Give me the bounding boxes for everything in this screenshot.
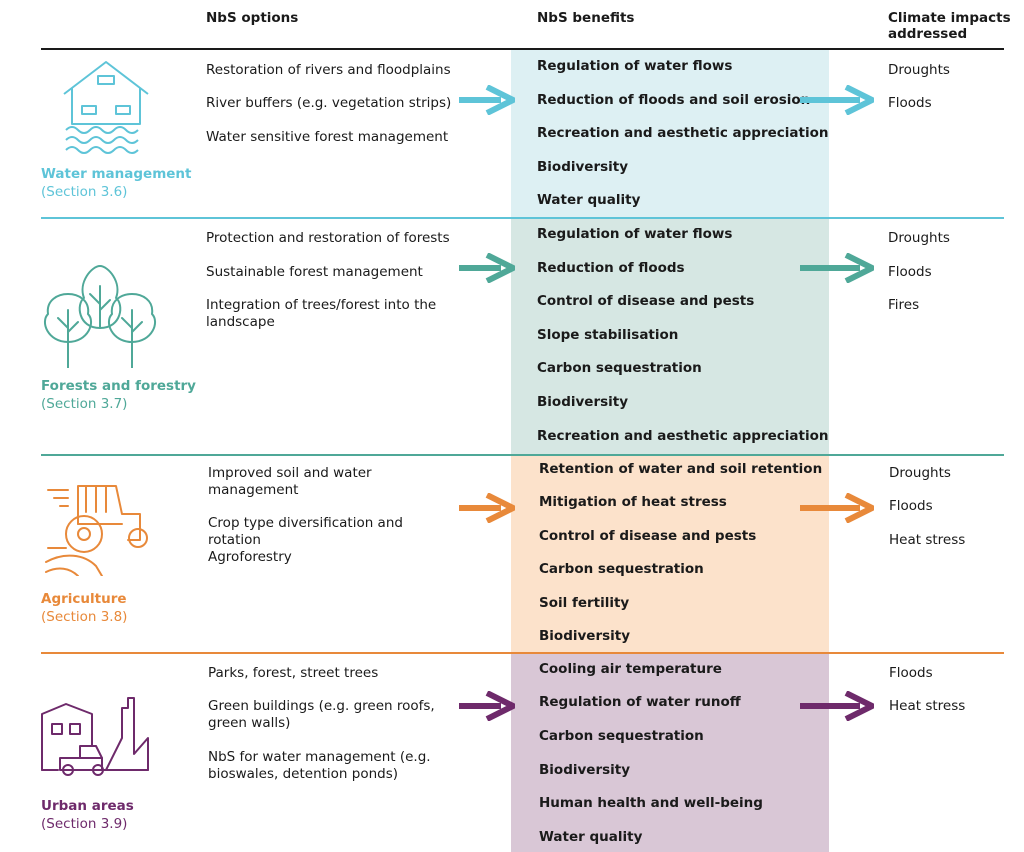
category-name: Forests and forestry xyxy=(41,378,196,394)
option-item: Sustainable forest management xyxy=(206,264,423,280)
category-section: (Section 3.8) xyxy=(41,609,128,625)
benefit-item: Reduction of floods and soil erosion xyxy=(537,92,811,108)
header-climate-impacts: Climate impacts addressed xyxy=(888,10,1011,42)
benefit-item: Water quality xyxy=(537,192,641,208)
water-arrow-left-icon xyxy=(459,85,515,115)
impact-item: Floods xyxy=(888,264,932,280)
benefit-item: Retention of water and soil retention xyxy=(539,461,823,477)
impact-item: Droughts xyxy=(889,465,951,481)
category-forests: Forests and forestry (Section 3.7) xyxy=(41,377,201,413)
benefit-item: Control of disease and pests xyxy=(537,293,755,309)
trees-icon xyxy=(40,264,162,372)
urban-arrow-right-icon xyxy=(800,691,874,721)
forest-arrow-right-icon xyxy=(800,253,874,283)
benefit-item: Human health and well-being xyxy=(539,795,763,811)
water-arrow-right-icon xyxy=(800,85,874,115)
benefit-item: Carbon sequestration xyxy=(539,728,704,744)
agri-divider xyxy=(41,652,1004,654)
benefit-item: Biodiversity xyxy=(537,394,629,410)
benefit-item: Soil fertility xyxy=(539,595,630,611)
header-nbs-benefits: NbS benefits xyxy=(537,10,635,26)
city-buildings-icon xyxy=(40,694,152,780)
option-item: Green buildings (e.g. green roofs, green… xyxy=(208,698,435,731)
water-benefits-band xyxy=(511,49,829,217)
agri-benefits-band xyxy=(511,455,829,652)
benefit-item: Water quality xyxy=(539,829,643,845)
category-name: Water management xyxy=(41,166,192,182)
benefit-item: Carbon sequestration xyxy=(537,360,702,376)
benefit-item: Carbon sequestration xyxy=(539,561,704,577)
category-water-management: Water management (Section 3.6) xyxy=(41,165,201,201)
urban-benefits-band xyxy=(511,653,829,852)
benefit-item: Regulation of water runoff xyxy=(539,694,741,710)
option-item: Crop type diversification and rotation xyxy=(208,515,403,548)
option-item: Water sensitive forest management xyxy=(206,129,449,145)
impact-item: Heat stress xyxy=(889,532,966,548)
header-climate-impacts-line1: Climate impacts xyxy=(888,10,1011,26)
category-urban-areas: Urban areas (Section 3.9) xyxy=(41,797,201,833)
benefit-item: Mitigation of heat stress xyxy=(539,494,727,510)
option-item: Agroforestry xyxy=(208,549,292,565)
benefit-item: Biodiversity xyxy=(539,762,631,778)
category-name: Agriculture xyxy=(41,591,127,607)
benefit-item: Slope stabilisation xyxy=(537,327,679,343)
forest-benefits-band xyxy=(511,218,829,454)
benefit-item: Reduction of floods xyxy=(537,260,685,276)
agri-arrow-right-icon xyxy=(800,493,874,523)
benefit-item: Biodiversity xyxy=(537,159,629,175)
category-name: Urban areas xyxy=(41,798,134,814)
benefit-item: Cooling air temperature xyxy=(539,661,722,677)
benefit-item: Biodiversity xyxy=(539,628,631,644)
benefit-item: Recreation and aesthetic appreciation xyxy=(537,125,829,141)
category-section: (Section 3.7) xyxy=(41,396,128,412)
urban-arrow-left-icon xyxy=(459,691,515,721)
option-item: NbS for water management (e.g. bioswales… xyxy=(208,749,431,782)
category-section: (Section 3.9) xyxy=(41,816,128,832)
impact-item: Heat stress xyxy=(889,698,966,714)
category-section: (Section 3.6) xyxy=(41,184,128,200)
forest-divider xyxy=(41,454,1004,456)
water-divider xyxy=(41,217,1004,219)
option-item: River buffers (e.g. vegetation strips) xyxy=(206,95,452,111)
category-agriculture: Agriculture (Section 3.8) xyxy=(41,590,201,626)
impact-item: Fires xyxy=(888,297,920,313)
option-item: Integration of trees/forest into the lan… xyxy=(206,297,437,330)
benefit-item: Regulation of water flows xyxy=(537,58,733,74)
impact-item: Droughts xyxy=(888,230,950,246)
option-item: Parks, forest, street trees xyxy=(208,665,379,681)
benefit-item: Recreation and aesthetic appreciation xyxy=(537,428,829,444)
forest-arrow-left-icon xyxy=(459,253,515,283)
header-nbs-options: NbS options xyxy=(206,10,299,26)
benefit-item: Regulation of water flows xyxy=(537,226,733,242)
benefit-item: Control of disease and pests xyxy=(539,528,757,544)
option-item: Restoration of rivers and floodplains xyxy=(206,62,451,78)
header-climate-impacts-line2: addressed xyxy=(888,26,968,42)
house-on-water-icon xyxy=(58,58,154,162)
agri-arrow-left-icon xyxy=(459,493,515,523)
impact-item: Droughts xyxy=(888,62,950,78)
option-item: Improved soil and water management xyxy=(208,465,372,498)
tractor-icon xyxy=(44,484,152,580)
option-item: Protection and restoration of forests xyxy=(206,230,450,246)
impact-item: Floods xyxy=(888,95,932,111)
impact-item: Floods xyxy=(889,665,933,681)
impact-item: Floods xyxy=(889,498,933,514)
top-rule xyxy=(41,48,1004,50)
